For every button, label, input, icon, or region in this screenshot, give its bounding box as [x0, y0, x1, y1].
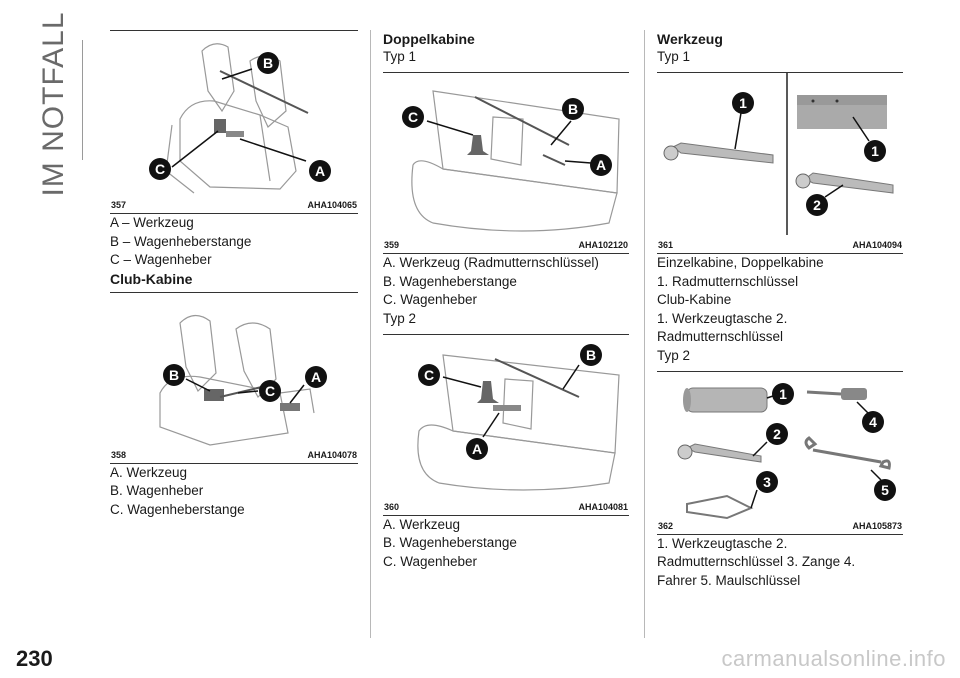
callout-c: C — [155, 161, 165, 177]
figure-358: B C A 358 AHA104078 — [110, 291, 358, 464]
column-divider — [370, 30, 371, 638]
figure-code: AHA104065 — [307, 200, 357, 210]
figure-number: 358 — [111, 449, 127, 460]
callout-b: B — [568, 101, 578, 117]
page-number: 230 — [16, 646, 53, 671]
legend-item: A. Werkzeug — [383, 516, 461, 532]
side-rule — [82, 40, 83, 160]
figure-362: 1 4 2 5 3 362 AHA105873 — [657, 370, 903, 535]
column-2: Doppelkabine Typ 1 C B A 359 AHA102120 A… — [383, 30, 629, 571]
callout-a: A — [315, 163, 325, 179]
legend-item: 1. Werkzeugtasche 2. — [657, 535, 788, 551]
figure-code: AHA104078 — [307, 449, 357, 460]
callout-b: B — [263, 55, 273, 71]
legend-item: Einzelkabine, Doppelkabine — [657, 255, 824, 270]
figure-code: AHA104081 — [578, 501, 628, 512]
callout-4: 4 — [869, 414, 877, 430]
column-3: Werkzeug Typ 1 1 1 2 361 AHA104094 Einze… — [657, 30, 903, 590]
legend-item: B. Wagenheberstange — [383, 535, 517, 550]
callout-2: 2 — [773, 426, 781, 442]
figure-number: 362 — [658, 520, 674, 531]
callout-b: B — [586, 347, 596, 363]
legend-item: Fahrer 5. Maulschlüssel — [657, 572, 801, 588]
callout-1: 1 — [739, 95, 747, 111]
callout-5: 5 — [881, 482, 889, 498]
section-heading: Doppelkabine — [383, 31, 475, 47]
section-heading: Werkzeug — [657, 31, 723, 47]
figure-359: C B A 359 AHA102120 — [383, 72, 629, 254]
figure-360: C B A 360 AHA104081 — [383, 333, 629, 516]
side-title-text: IM NOTFALL — [37, 11, 70, 197]
figure-357: B C A 357 AHA104065 — [110, 30, 358, 214]
toolkit-illustration: 1 4 2 5 3 — [677, 382, 896, 519]
type-label: Typ 2 — [657, 347, 691, 363]
legend-item: A. Werkzeug — [110, 464, 188, 480]
legend-item: C. Wagenheber — [383, 553, 478, 569]
legend-item: Radmutternschlüssel — [657, 329, 784, 344]
callout-b: B — [169, 367, 179, 383]
callout-a: A — [311, 369, 321, 385]
callout-a: A — [472, 441, 482, 457]
legend-item: C. Wagenheberstange — [110, 501, 245, 517]
figure-code: AHA105873 — [852, 520, 902, 531]
callout-c: C — [265, 383, 275, 399]
legend-item: 1. Radmutternschlüssel — [657, 273, 799, 289]
callout-c: C — [408, 109, 418, 125]
type-label: Typ 1 — [657, 49, 691, 64]
figure-code: AHA102120 — [578, 240, 628, 250]
callout-3: 3 — [763, 474, 771, 490]
wrench-illustration: 1 1 2 — [663, 73, 894, 235]
figure-number: 360 — [384, 501, 400, 512]
figure-code: AHA104094 — [852, 240, 902, 250]
callout-a: A — [596, 157, 606, 173]
seat-jack-illustration: B C A — [159, 314, 327, 446]
type-label: Typ 2 — [383, 310, 417, 326]
callout-1: 1 — [779, 386, 787, 402]
callout-1: 1 — [871, 143, 879, 159]
watermark: carmanualsonline.info — [721, 646, 946, 671]
column-1: B C A 357 AHA104065 A – Werkzeug B – Wag… — [110, 30, 358, 519]
rear-seat-illustration: C B A — [402, 90, 620, 232]
legend-item: B – Wagenheberstange — [110, 233, 252, 249]
legend-item: B. Wagenheber — [110, 483, 204, 498]
legend-item: Club-Kabine — [657, 292, 732, 307]
figure-number: 361 — [658, 240, 674, 250]
legend-item: 1. Werkzeugtasche 2. — [657, 310, 788, 326]
figure-number: 359 — [384, 240, 400, 250]
legend-item: A – Werkzeug — [110, 215, 194, 230]
type-label: Typ 1 — [383, 49, 417, 64]
rear-seat-illustration: C B A — [417, 343, 620, 491]
legend-item: A. Werkzeug (Radmutternschlüssel) — [383, 255, 599, 270]
legend-item: C – Wagenheber — [110, 252, 212, 267]
callout-2: 2 — [813, 197, 821, 213]
figure-number: 357 — [111, 200, 127, 210]
figure-361: 1 1 2 361 AHA104094 — [657, 72, 903, 254]
section-heading: Club-Kabine — [110, 270, 193, 287]
legend-item: B. Wagenheberstange — [383, 273, 517, 289]
legend-item: Radmutternschlüssel 3. Zange 4. — [657, 554, 856, 569]
column-divider — [644, 30, 645, 638]
legend-item: C. Wagenheber — [383, 292, 478, 307]
callout-c: C — [424, 367, 434, 383]
side-title: IM NOTFALL — [26, 11, 82, 196]
seat-jack-illustration: B C A — [149, 43, 331, 194]
